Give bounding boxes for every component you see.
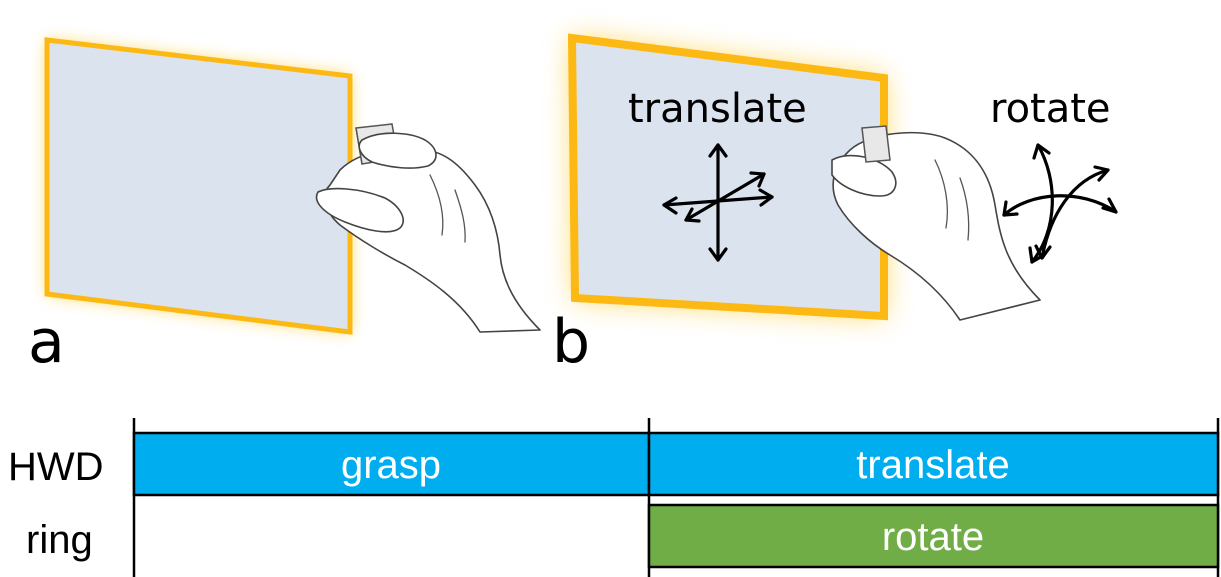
- rotate-label: rotate: [990, 86, 1111, 132]
- bar-grasp-label: grasp: [341, 443, 441, 487]
- ring-device-b-icon: [861, 125, 891, 163]
- translate-label: translate: [628, 86, 807, 132]
- bar-rotate-label: rotate: [882, 515, 984, 559]
- bar-grasp: grasp: [132, 431, 651, 497]
- row-label-hwd: HWD: [8, 445, 104, 489]
- translate-arrows-icon: [662, 143, 774, 262]
- timeline: HWD ring grasp translate rotate: [8, 418, 1220, 577]
- bar-translate: translate: [647, 431, 1220, 497]
- bar-translate-label: translate: [856, 443, 1009, 487]
- rotate-arrows-icon: [1002, 143, 1118, 264]
- plane-b: [567, 33, 888, 321]
- plane-a: [44, 37, 353, 335]
- hand-b-icon: [831, 125, 1041, 321]
- row-label-ring: ring: [26, 518, 93, 562]
- panel-a: a: [28, 37, 541, 377]
- bar-rotate: rotate: [647, 503, 1220, 569]
- panel-letter-a: a: [28, 307, 65, 377]
- panel-letter-b: b: [552, 307, 590, 377]
- panel-b: translate rotate: [552, 33, 1118, 377]
- hand-a-icon: [315, 123, 541, 333]
